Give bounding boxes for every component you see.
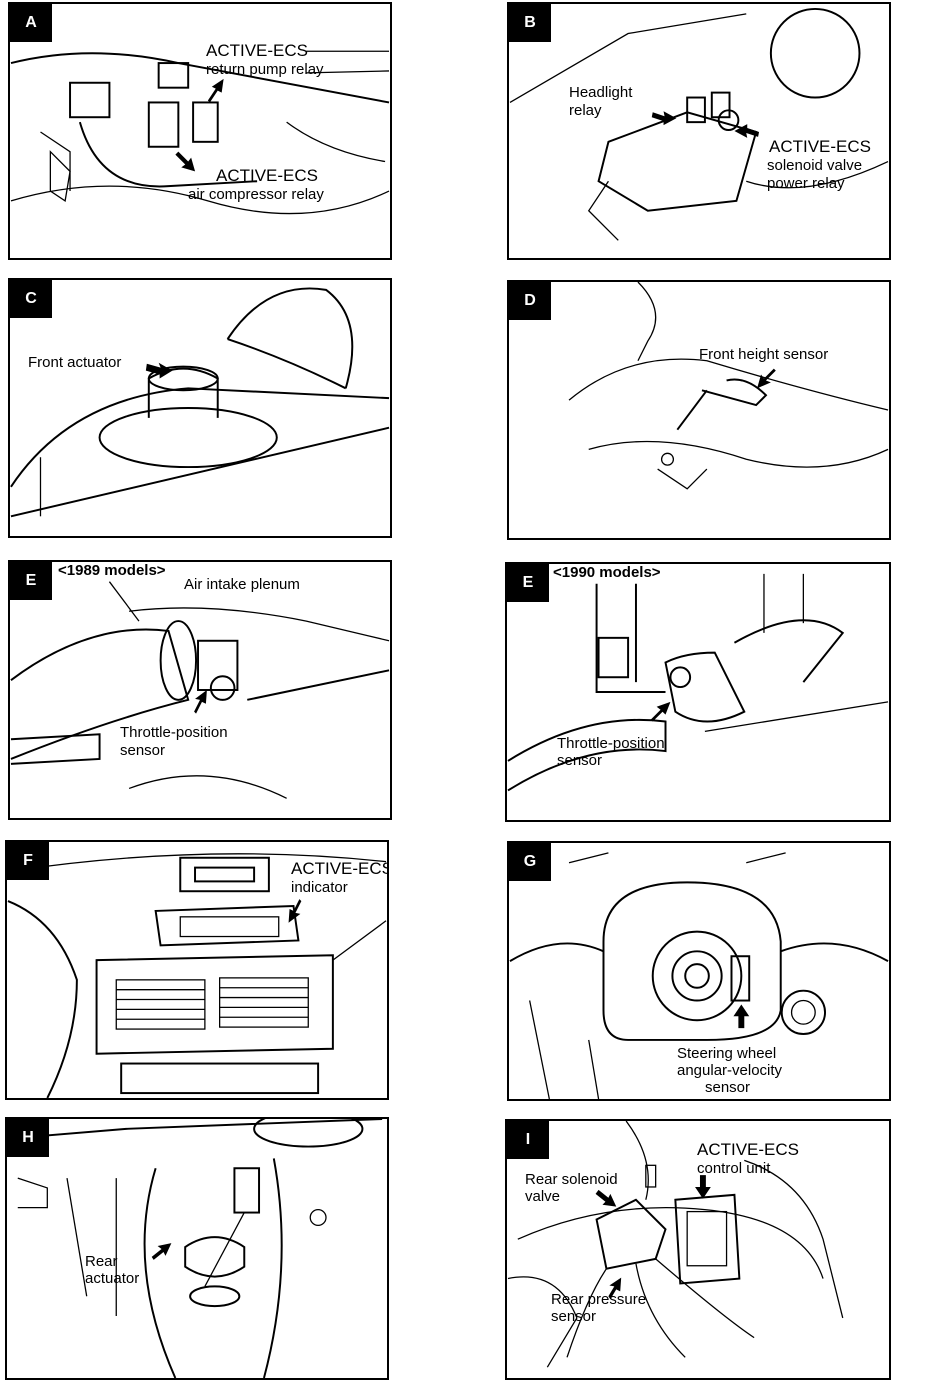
panel-e-1989: E <1989 models> Air intake plenum Thrott… <box>8 560 392 820</box>
panel-tag: E <box>507 564 549 602</box>
panel-e-1990: E <1990 models> Throttle-position sensor <box>505 562 891 822</box>
panel-tag: B <box>509 4 551 42</box>
throttle-sensor-1990-illustration <box>507 573 889 792</box>
rear-actuator-illustration <box>7 1119 383 1378</box>
panel-tag: G <box>509 843 551 881</box>
panel-tag: C <box>10 280 52 318</box>
panel-tag: I <box>507 1121 549 1159</box>
relay-box-illustration <box>509 7 889 241</box>
callout-steering-sensor-1: Steering wheel <box>677 1045 777 1062</box>
callout-headlight-relay-1: Headlight <box>569 84 633 101</box>
callout-front-height-sensor: Front height sensor <box>699 346 829 363</box>
callout-front-actuator: Front actuator <box>28 354 122 371</box>
callout-steering-sensor-2: angular-velocity <box>677 1062 783 1079</box>
panel-h: H Rear actuator <box>5 1117 389 1380</box>
callout-rear-actuator-1: Rear <box>85 1253 118 1270</box>
panel-tag: H <box>7 1119 49 1157</box>
callout-throttle-position-sensor-2: sensor <box>120 742 166 759</box>
callout-rear-pressure-sensor-1: Rear pressure <box>551 1291 647 1308</box>
callout-return-pump-relay-1: ACTIVE-ECS <box>206 41 309 60</box>
panel-tag: E <box>10 562 52 600</box>
callout-air-intake-plenum: Air intake plenum <box>184 576 300 593</box>
panel-tag: A <box>10 4 52 42</box>
panel-d: D Front height sensor <box>507 280 891 540</box>
callout-air-compressor-relay-2: air compressor relay <box>188 186 324 203</box>
callout-control-unit-1: ACTIVE-ECS <box>697 1140 800 1159</box>
panel-f: F ACTIVE-ECS indicator <box>5 840 389 1100</box>
front-actuator-illustration <box>10 287 390 518</box>
callout-rear-pressure-sensor-2: sensor <box>551 1308 597 1325</box>
callout-solenoid-relay-3: power relay <box>767 175 845 192</box>
callout-air-compressor-relay-1: ACTIVE-ECS <box>216 166 319 185</box>
callout-rear-solenoid-valve-1: Rear solenoid <box>525 1171 618 1188</box>
callout-headlight-relay-2: relay <box>569 102 602 119</box>
callout-throttle-position-sensor-1: Throttle-position <box>120 724 228 741</box>
throttle-sensor-1989-illustration <box>10 581 390 799</box>
dashboard-illustration <box>7 853 387 1098</box>
panel-tag: D <box>509 282 551 320</box>
relay-illustration <box>10 50 390 215</box>
panel-tag: F <box>7 842 49 880</box>
callout-active-ecs-indicator-2: indicator <box>291 879 348 896</box>
callout-control-unit-2: control unit <box>697 1160 771 1177</box>
panel-g: G Steering wheel angular-velocity sensor <box>507 841 891 1101</box>
callout-rear-actuator-2: actuator <box>85 1270 140 1287</box>
control-unit-illustration <box>507 1121 844 1368</box>
callout-rear-solenoid-valve-2: valve <box>525 1188 561 1205</box>
panel-a: A ACTIVE-ECS return pump relay ACTIVE-EC… <box>8 2 392 260</box>
callout-solenoid-relay-2: solenoid valve <box>767 157 863 174</box>
steering-sensor-illustration <box>509 852 889 1099</box>
panel-i: I ACTIVE-ECS control unit Rear solenoid … <box>505 1119 891 1380</box>
callout-throttle-position-sensor-2: sensor <box>557 752 603 769</box>
callout-solenoid-relay-1: ACTIVE-ECS <box>769 137 872 156</box>
callout-steering-sensor-3: sensor <box>705 1079 751 1096</box>
model-year-label: <1990 models> <box>551 564 663 581</box>
model-year-label: <1989 models> <box>56 562 168 579</box>
callout-return-pump-relay-2: return pump relay <box>206 61 324 78</box>
callout-throttle-position-sensor-1: Throttle-position <box>557 735 665 752</box>
callout-active-ecs-indicator-1: ACTIVE-ECS <box>291 859 389 878</box>
front-height-sensor-illustration <box>568 282 889 490</box>
panel-c: C Front actuator <box>8 278 392 538</box>
panel-b: B Headlight relay ACTIVE-ECS solenoid va… <box>507 2 891 260</box>
